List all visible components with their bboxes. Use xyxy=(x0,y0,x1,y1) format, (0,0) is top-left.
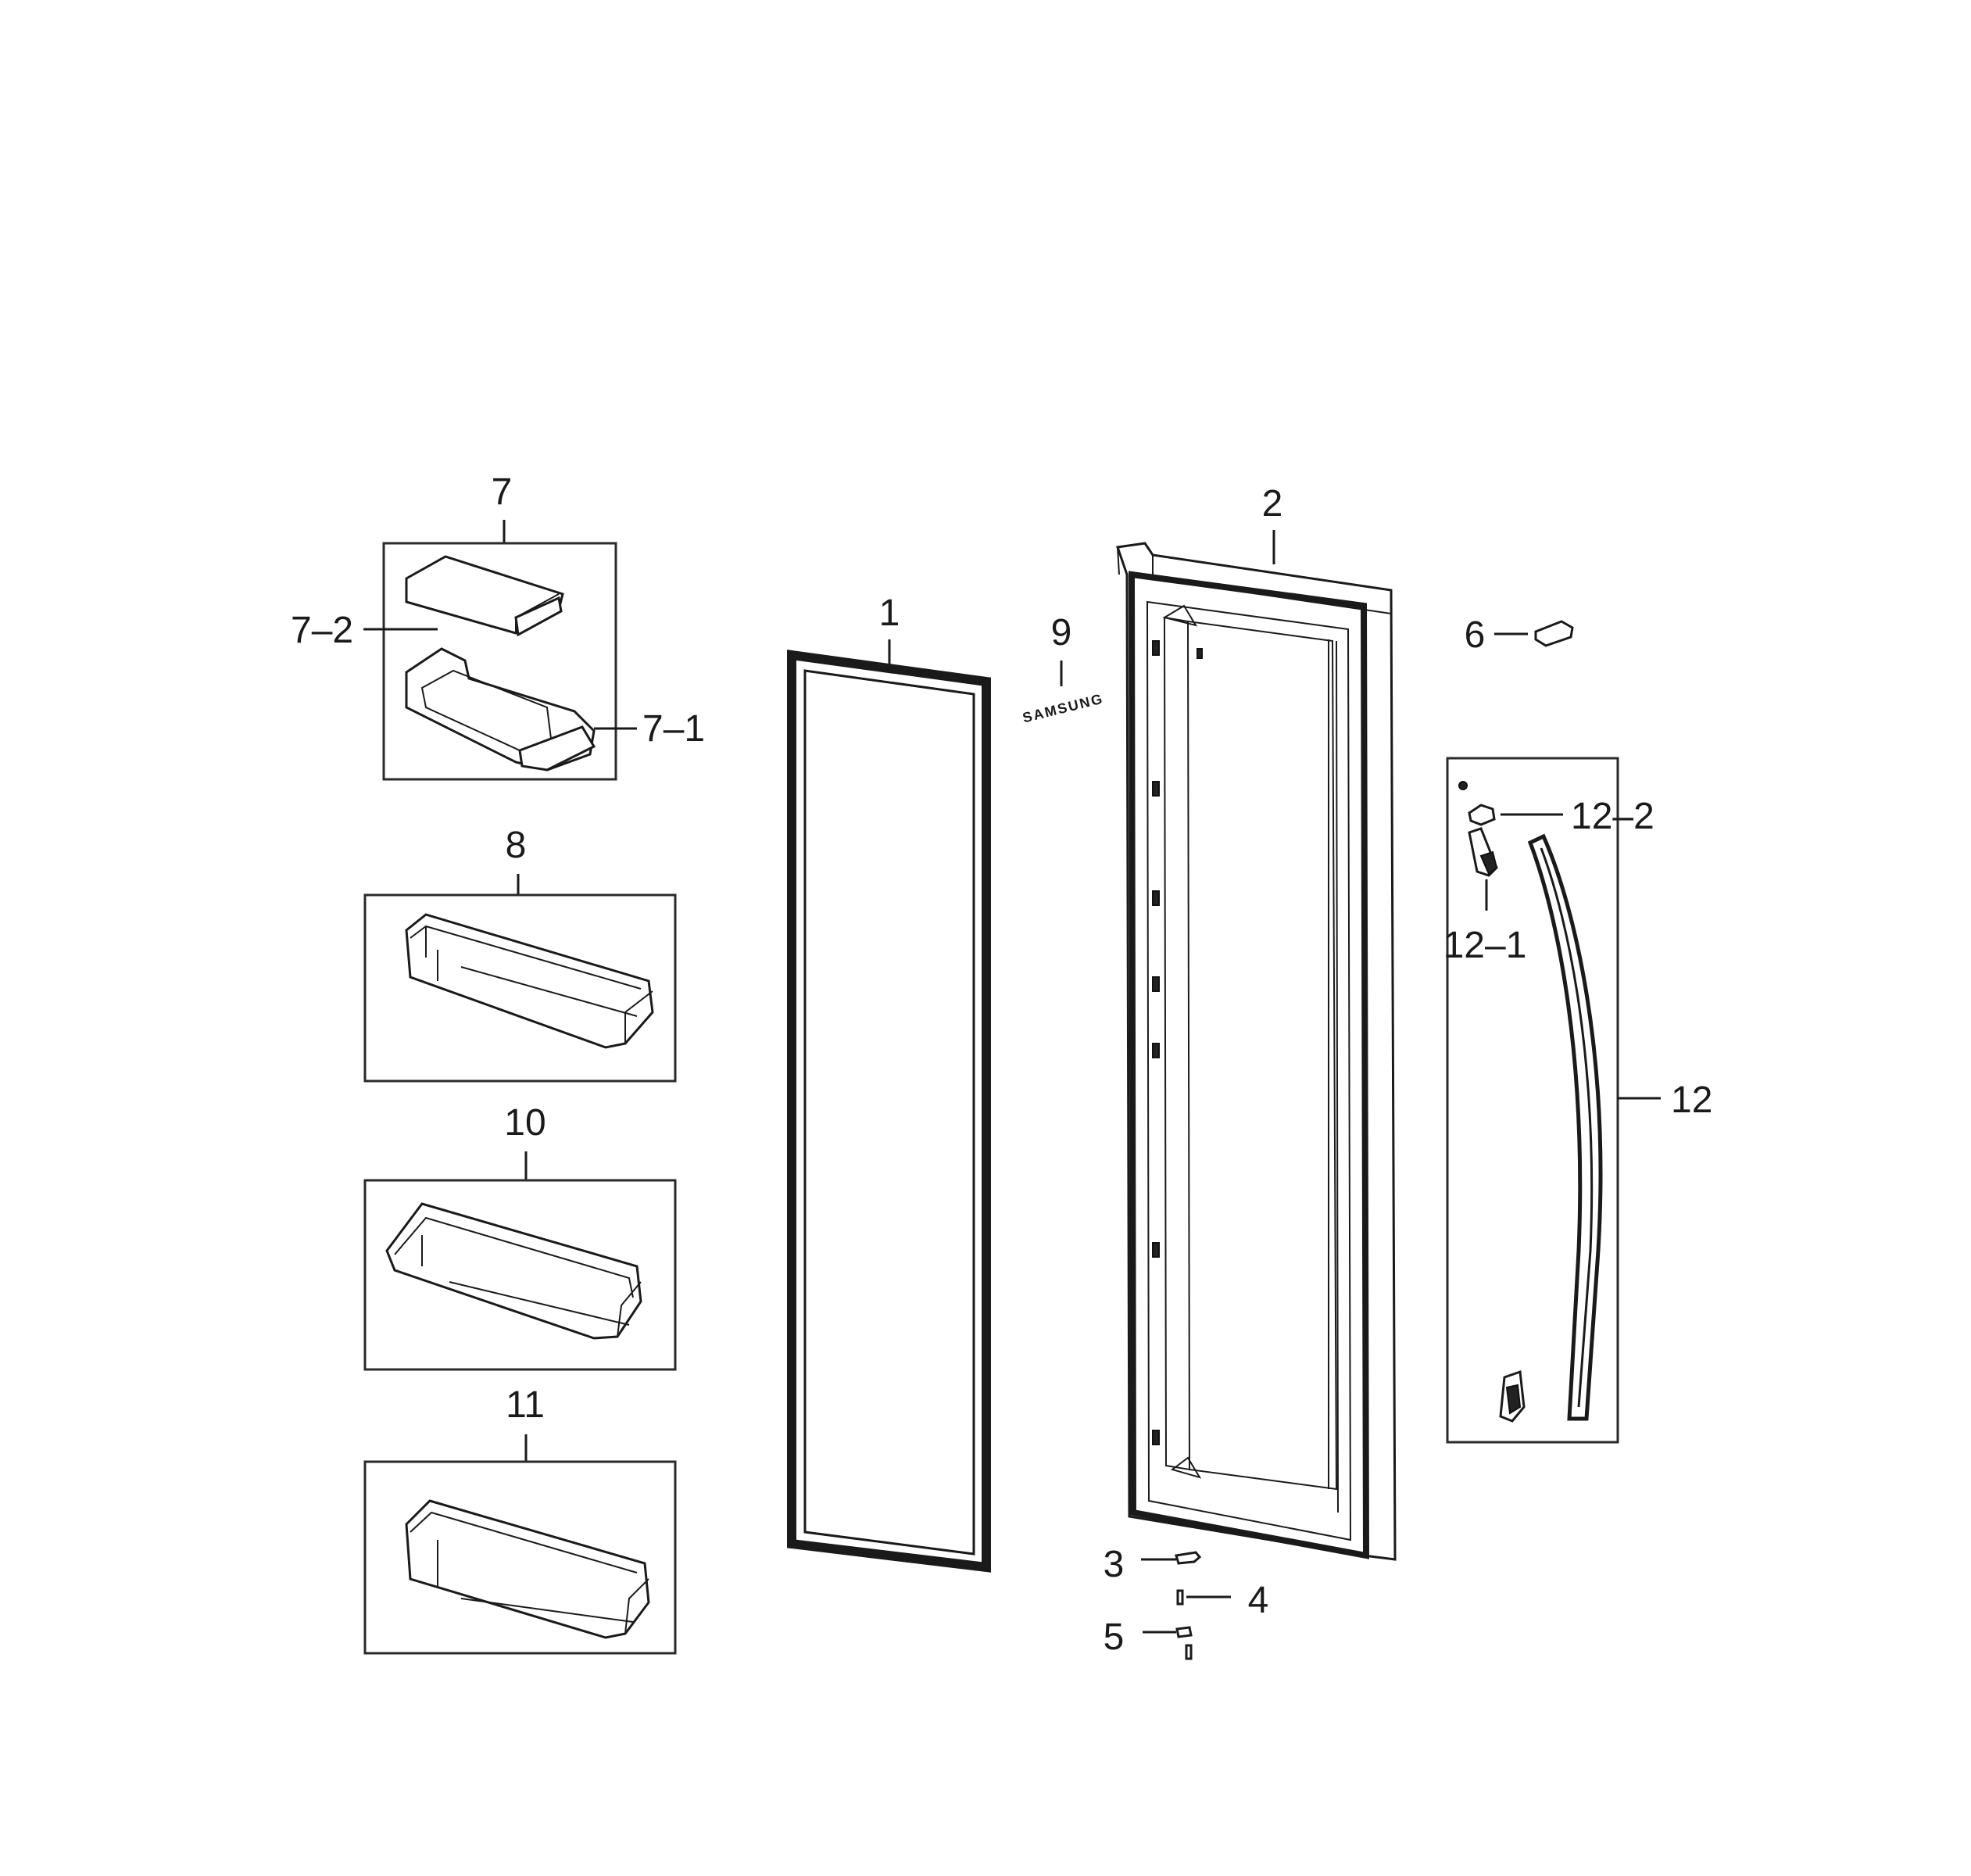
part-4-screw xyxy=(1176,1589,1184,1606)
part-8-group: 8 xyxy=(363,825,677,1083)
callout-1: 1 xyxy=(879,593,900,634)
part-1-group: 1 xyxy=(787,593,991,1573)
callout-4: 4 xyxy=(1248,1580,1269,1621)
part-7-2-cover xyxy=(405,555,564,637)
part-11-bin xyxy=(405,1499,650,1639)
part-3-hinge-pin xyxy=(1175,1551,1202,1565)
callout-7-2: 7–2 xyxy=(291,610,353,651)
part-12-group: 12–2 12–1 12 xyxy=(1443,757,1712,1444)
part-2-door-liner xyxy=(1115,542,1397,1561)
part-7-1-tray xyxy=(405,647,596,772)
callout-9: 9 xyxy=(1051,612,1072,653)
callout-5: 5 xyxy=(1104,1616,1125,1658)
part-9-group: 9 SAMSUNG xyxy=(1021,612,1105,725)
part-3-group: 3 xyxy=(1104,1544,1202,1585)
part-6-group: 6 xyxy=(1465,614,1574,656)
callout-7-1: 7–1 xyxy=(642,708,705,750)
part-7-box xyxy=(382,542,617,781)
callout-12: 12 xyxy=(1671,1079,1712,1121)
callout-12-2: 12–2 xyxy=(1571,796,1654,837)
callout-8: 8 xyxy=(506,825,527,866)
part-8-box xyxy=(363,893,677,1083)
callout-2: 2 xyxy=(1262,483,1283,524)
callout-12-1: 12–1 xyxy=(1443,925,1527,966)
callout-7: 7 xyxy=(492,471,513,513)
part-10-group: 10 xyxy=(363,1102,677,1371)
part-12-2-cap xyxy=(1468,804,1496,826)
part-7-group: 7 7–2 7–1 xyxy=(291,471,705,781)
callout-11: 11 xyxy=(506,1384,545,1426)
callout-3: 3 xyxy=(1104,1544,1125,1585)
part-12-box xyxy=(1446,757,1619,1444)
part-9-logo: SAMSUNG xyxy=(1021,690,1105,725)
part-10-box xyxy=(363,1179,677,1371)
part-10-bin xyxy=(385,1202,642,1340)
part-5-group: 5 xyxy=(1104,1616,1193,1660)
part-11-group: 11 xyxy=(363,1384,677,1655)
part-12-handle xyxy=(1527,833,1603,1421)
part-2-group: 2 xyxy=(1115,483,1397,1561)
callout-10: 10 xyxy=(504,1102,546,1144)
part-5-washer xyxy=(1175,1626,1193,1638)
part-8-bin xyxy=(405,913,654,1049)
part-5-pin xyxy=(1185,1644,1193,1660)
part-4-group: 4 xyxy=(1176,1580,1269,1621)
callout-6: 6 xyxy=(1465,614,1486,656)
part-11-box xyxy=(363,1460,677,1655)
part-1-gasket xyxy=(787,650,991,1573)
part-6-cap xyxy=(1534,620,1574,647)
